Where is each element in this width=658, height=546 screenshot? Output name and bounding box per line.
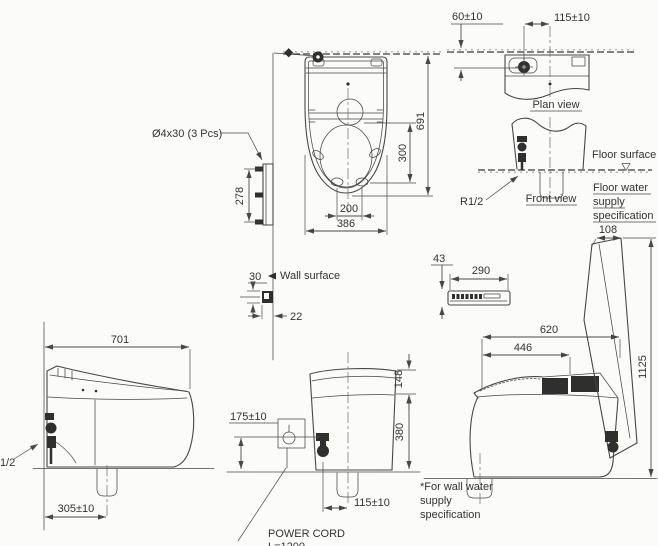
dim-380: 380 [394,395,412,469]
dim-22: 22 [248,305,302,323]
toilet-outline-plan [304,56,388,194]
dim-148-label: 148 [393,370,405,388]
floor-supply-note-line1: Floor water [593,182,648,194]
unit-outline-front [511,117,587,170]
dim-691: 691 [352,56,433,197]
side-view-right: 620 446 108 1125 [420,224,658,521]
floor-surface-label: Floor surface [592,149,656,161]
dim-115-rear-label: 115±10 [354,497,390,509]
hinge-cap-right [370,58,383,67]
wall-supply-note: *For wall water supply specification [420,481,493,521]
remote-control-view: 43 290 [431,253,511,319]
power-cord-label-line1: POWER CORD [268,528,345,540]
wall-supply-note-line1: *For wall water [420,481,493,493]
dim-115-plan: 115±10 [523,12,590,60]
rear-view: 175±10 148 380 115±10 POWER CORD L=1200 [226,352,421,546]
bolt-hole-right [355,177,369,187]
wall-surface-label: Wall surface [280,270,340,282]
wall-section-detail: 30 Wall surface 22 [240,270,340,323]
dim-175: 175±10 [229,411,320,469]
dim-305: 305±10 [45,503,106,520]
callout-leader [220,132,263,161]
level-symbol [621,163,631,172]
dim-43: 43 [431,253,453,319]
drain-pipe-rear [336,472,359,498]
r12-label-side: R1/2 [0,457,15,469]
dim-200: 200 [325,188,374,220]
power-plug-box [277,418,306,469]
dim-380-label: 380 [394,423,406,441]
supply-valve-side [45,413,77,464]
power-cord-label-line2: L=1200 [268,541,305,546]
dim-108-label: 108 [599,224,617,236]
dim-701-label: 701 [111,334,129,346]
dim-386: 386 [304,155,388,235]
plan-view-main: 691 300 200 386 [273,48,443,235]
bolt-hole-left [330,177,344,187]
dim-300: 300 [364,122,416,184]
unit-outline-rear [309,368,397,471]
dim-115-plan-label: 115±10 [554,12,590,24]
front-view-small: Floor surface R1/2 Front view Floor wate… [460,117,656,223]
dim-115-rear: 115±10 [322,462,390,512]
screw-callout-label: Ø4x30 (3 Pcs) [152,128,222,140]
floor-supply-note-line2: supply [593,196,625,208]
plan-view-caption: Plan view [532,99,579,111]
dim-701: 701 [45,334,191,389]
dim-60-label: 60±10 [452,11,483,23]
dim-108: 108 [591,224,621,247]
drain-pipe-front [539,171,564,199]
toilet-outline-side [46,365,195,468]
wall-supply-note-line2: supply [420,495,452,507]
hinge-pivot [607,441,619,453]
dim-300-label: 300 [397,144,409,162]
dim-60: 60±10 [451,11,518,81]
floor-supply-note: Floor water supply specification [593,182,656,223]
control-box-right [571,376,599,392]
dim-691-label: 691 [415,112,427,130]
dim-1125: 1125 [623,237,656,477]
seat-profile [473,376,544,399]
dim-43-label: 43 [433,253,445,265]
dim-175-label: 175±10 [230,411,267,423]
supply-valve-front [517,136,527,170]
dim-30-label: 30 [249,271,261,283]
dim-305-label: 305±10 [58,503,95,515]
floor-supply-note-line3: specification [593,210,654,222]
r12-label-front: R1/2 [460,196,483,208]
dim-620: 620 [481,324,621,390]
power-cord-leader [237,467,287,542]
dim-290: 290 [449,265,509,290]
dim-446-label: 446 [514,342,532,354]
wall-surface-arrow [268,272,276,280]
side-view-left: 701 R1/2 305±10 [0,321,215,531]
hinge-bracket [605,431,618,442]
supply-reference-line [273,52,317,57]
dim-22-label: 22 [290,311,302,323]
wall-bracket-detail: 278 Ø4x30 (3 Pcs) [152,52,274,361]
plan-view-small: 60±10 115±10 Plan view [447,11,634,112]
dim-290-label: 290 [472,265,490,277]
dim-278: 278 [234,168,261,223]
dim-200-label: 200 [340,203,358,215]
drain-pipe-right [466,478,493,499]
remote-buttons [452,294,482,299]
front-view-caption: Front view [526,193,577,205]
bowl-opening [319,124,373,188]
dim-446: 446 [483,342,571,374]
dim-620-label: 620 [540,324,558,336]
body-outline-right [469,396,619,478]
dim-1125-label: 1125 [637,355,649,379]
control-box-left [542,378,568,394]
remote-body [447,290,511,306]
wall-supply-note-line3: specification [420,509,481,521]
dim-386-label: 386 [337,218,355,230]
dim-278-label: 278 [234,187,246,205]
supply-valve-rear [316,433,329,457]
